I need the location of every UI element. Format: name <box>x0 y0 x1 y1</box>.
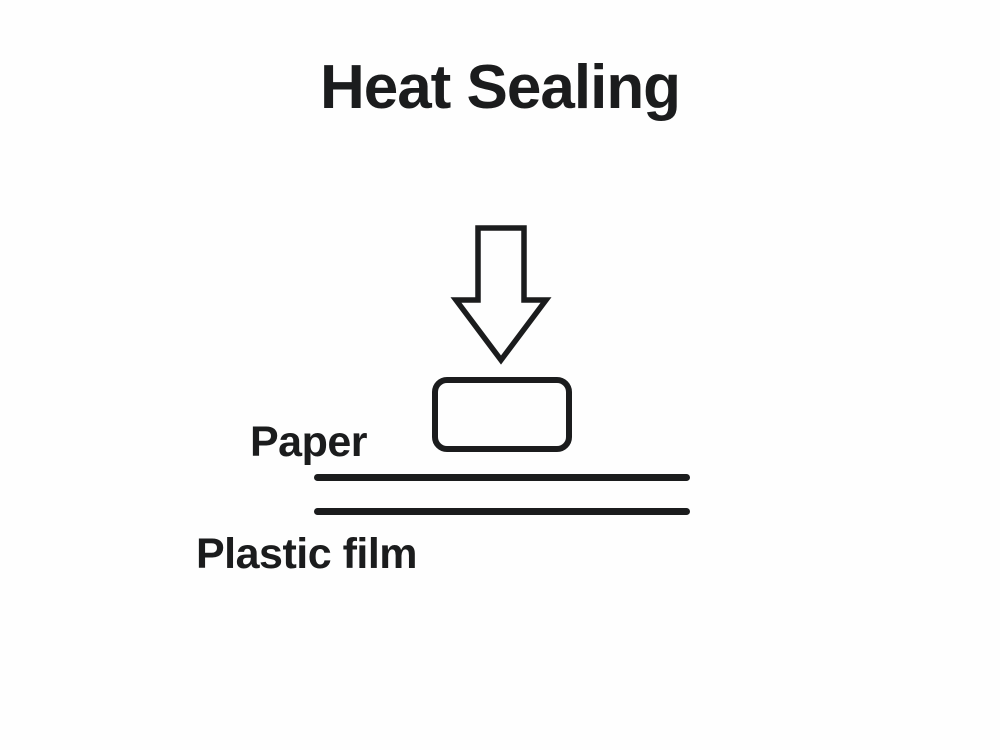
heat-sealer-block <box>432 377 572 452</box>
plastic-film-layer-line <box>314 508 690 515</box>
down-arrow-icon <box>440 220 562 370</box>
page-title: Heat Sealing <box>319 53 681 122</box>
plastic-film-label: Plastic film <box>196 530 418 578</box>
paper-label: Paper <box>250 418 368 466</box>
paper-layer-line <box>314 474 690 481</box>
